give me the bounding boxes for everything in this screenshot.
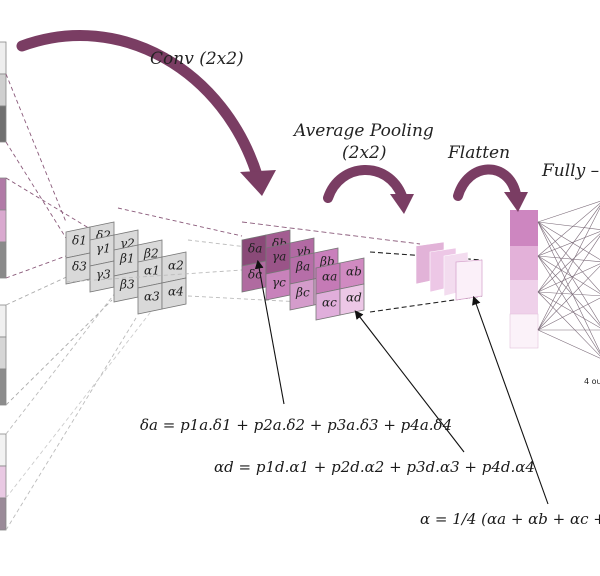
flatten-vector <box>509 210 539 349</box>
kernel-grid-cell-label: α1 <box>144 264 160 278</box>
fc-connection <box>537 255 600 262</box>
kernel-grid-cell-label: α2 <box>168 259 184 273</box>
kernel-grid-cell-label: γ3 <box>96 268 111 282</box>
fc-connection <box>537 201 600 223</box>
kernel-grid: α1 α2 α3 α4 <box>137 251 187 315</box>
fc-connection <box>537 291 600 357</box>
pool-arrow <box>323 165 407 203</box>
fc-connection <box>537 221 600 353</box>
fc-connection <box>537 207 600 331</box>
kernel-grid-cell-label: γ1 <box>96 242 111 256</box>
conv-output-grid-cell-label: γc <box>272 276 286 290</box>
kernel-grid-cell-label: β3 <box>119 278 135 292</box>
pointer-arrows <box>254 259 549 505</box>
fc-connection <box>537 203 600 257</box>
conv-arrow <box>16 30 264 184</box>
pool-arrow-head <box>390 194 414 214</box>
fc-connection <box>537 235 600 331</box>
fc-connection <box>537 265 600 331</box>
conv-output-grid-cell-label: αc <box>322 296 337 310</box>
kernel-grid-cell <box>161 277 187 310</box>
conv-output-grid-cell-label: δc <box>248 268 262 282</box>
conv-output-grid-cell-label: αa <box>322 270 337 284</box>
fc-connection <box>537 297 600 331</box>
fc-connection <box>537 233 600 293</box>
input-feature-column <box>0 41 7 531</box>
fc-connection <box>537 231 600 257</box>
fc-connection <box>537 255 600 355</box>
fully-connected-label: Fully – <box>541 161 599 181</box>
conv-output-grid-cell-label: βa <box>295 260 310 274</box>
fc-connection <box>537 221 600 230</box>
conv-output-grid-cell-label: αb <box>346 265 362 279</box>
conv-output-grid-cell-label: δa <box>248 242 262 256</box>
fc-connection <box>537 291 600 297</box>
equation-alpha-average: α = 1/4 (αa + αb + αc + <box>420 510 600 528</box>
output-note: 4 ou <box>584 377 600 386</box>
conv-arrow-head <box>240 170 276 196</box>
conv-output-grid-cell-label: βc <box>295 286 310 300</box>
conv-output-grid-cell-label: γa <box>272 250 286 264</box>
fc-connection <box>537 255 600 294</box>
pooling-size-label: (2x2) <box>342 143 386 163</box>
kernel-grid-cell-label: β1 <box>119 252 135 266</box>
fc-connection <box>537 263 600 293</box>
fc-connection <box>537 329 600 359</box>
kernel-grid-cell-label: δ1 <box>72 234 87 248</box>
kernel-grids: δ1δ2δ3δ4γ1γ2γ3γ4β1β2β3β4α1α2α3α4 <box>65 221 187 315</box>
kernel-grid-cell-label: α3 <box>144 290 160 304</box>
projection-lines-input <box>5 73 161 531</box>
fc-connection <box>537 255 600 326</box>
kernel-grid-cell-label: α4 <box>168 285 184 299</box>
fc-connection <box>537 291 600 329</box>
conv-output-grid-cell <box>339 283 365 316</box>
equation-alpha-d: αd = p1d.α1 + p2d.α2 + p3d.α3 + p4d.α4 <box>214 458 535 476</box>
kernel-grid-cell-label: δ3 <box>72 260 87 274</box>
conv-output-grid-cell-label: αd <box>346 291 362 305</box>
conv-output-grids: δaδbδcδdγaγbγcγdβaβbβcβdαaαbαcαd <box>241 229 365 321</box>
flatten-arrow-head <box>504 192 528 212</box>
fc-connection <box>537 221 600 260</box>
flatten-arrow <box>453 164 521 201</box>
fc-connection <box>537 205 600 293</box>
fully-connected-lines <box>537 201 600 359</box>
kernel-grid-cell-label: β2 <box>143 247 159 261</box>
pooled-maps <box>415 241 483 301</box>
pooling-label: Average Pooling <box>292 121 434 141</box>
conv-label: Conv (2x2) <box>150 49 244 69</box>
flatten-label: Flatten <box>447 143 510 163</box>
equation-delta-a: δa = p1a.δ1 + p2a.δ2 + p3a.δ3 + p4a.δ4 <box>140 416 452 434</box>
